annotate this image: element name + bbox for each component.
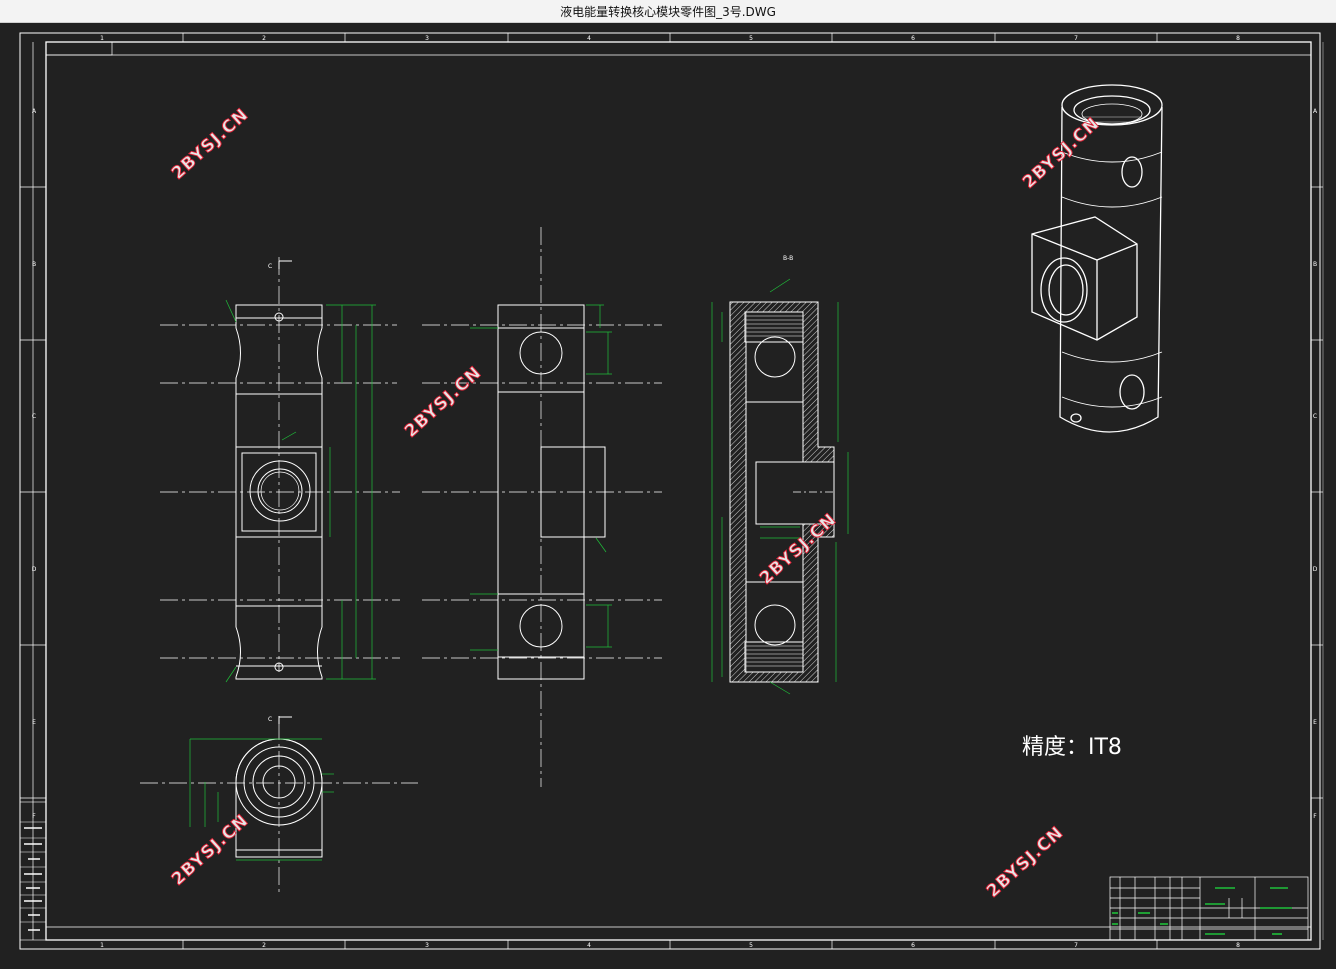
section-view [711,278,849,695]
section-label-bb: B-B [783,255,793,262]
top-view [140,722,418,892]
col-label-6-bottom: 6 [911,942,915,949]
view-label-c-top: C [268,263,272,270]
row-label-b: B [32,261,36,268]
col-label-6: 6 [911,35,915,42]
col-label-3-bottom: 3 [425,942,429,949]
watermarks: 2BYSJ.CN 2BYSJ.CN 2BYSJ.CN 2BYSJ.CN 2BYS… [168,104,1105,902]
front-view [160,257,400,724]
row-label-d: D [32,566,37,573]
revision-table [19,801,47,941]
row-label-f-right: F [1313,813,1317,820]
col-label-7-bottom: 7 [1074,942,1078,949]
isometric-view [1031,84,1163,433]
col-label-4: 4 [587,35,591,42]
col-label-2: 2 [262,35,266,42]
title-block [1109,876,1309,941]
precision-note: 精度：IT8 [1022,735,1122,760]
col-label-1-bottom: 1 [100,942,104,949]
window-titlebar: 液电能量转换核心模块零件图_3号.DWG [0,0,1336,23]
view-label-c-bottom: C [268,716,272,723]
col-label-4-bottom: 4 [587,942,591,949]
side-view [422,227,662,787]
drawing-canvas[interactable]: 1 2 3 4 5 6 7 8 1 2 3 4 5 6 7 8 A B C D … [0,22,1336,965]
outer-border [19,32,1321,950]
col-label-8: 8 [1236,35,1240,42]
row-label-b-right: B [1313,261,1317,268]
watermark-2: 2BYSJ.CN [401,363,486,442]
col-label-8-bottom: 8 [1236,942,1240,949]
window-title: 液电能量转换核心模块零件图_3号.DWG [560,4,776,19]
row-label-f: F [32,813,36,820]
row-label-e-right: E [1313,719,1317,726]
watermark-1: 2BYSJ.CN [168,105,253,184]
inner-border [45,41,1312,941]
col-label-5-bottom: 5 [749,942,753,949]
row-label-a-right: A [1313,108,1318,115]
row-label-a: A [32,108,37,115]
col-label-2-bottom: 2 [262,942,266,949]
col-label-5: 5 [749,35,753,42]
row-label-e: E [32,719,36,726]
col-label-7: 7 [1074,35,1078,42]
col-label-1: 1 [100,35,104,42]
col-label-3: 3 [425,35,429,42]
row-label-c: C [32,413,36,420]
watermark-6: 2BYSJ.CN [983,823,1068,902]
row-label-c-right: C [1313,413,1317,420]
row-label-d-right: D [1313,566,1318,573]
